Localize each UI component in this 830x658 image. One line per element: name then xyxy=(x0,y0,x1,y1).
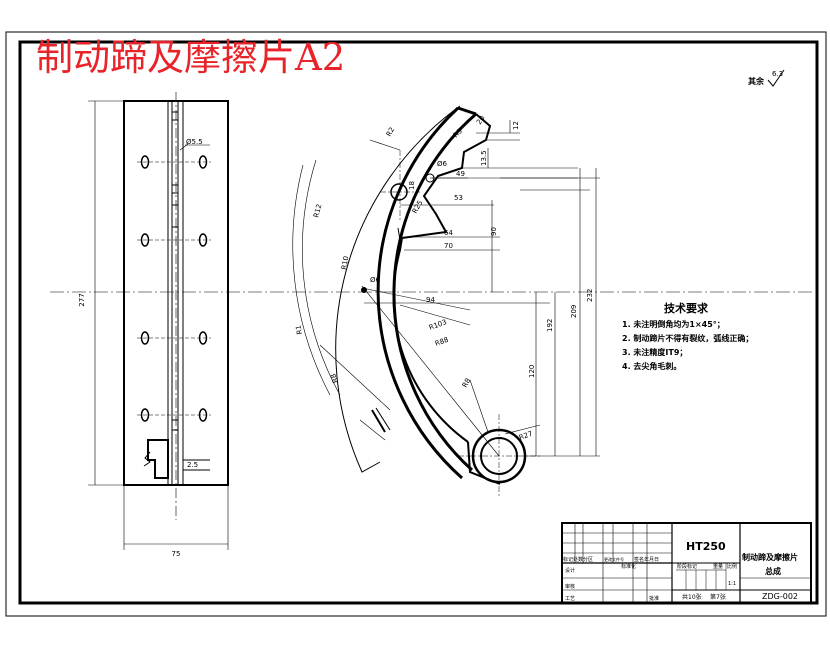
part-name: 制动蹄及摩擦片 xyxy=(742,552,798,562)
svg-text:120: 120 xyxy=(528,365,536,378)
svg-text:18: 18 xyxy=(408,181,416,190)
title-overlay: 制动蹄及摩擦片A2 xyxy=(36,36,346,79)
sheet-count: 共10张 xyxy=(682,593,702,601)
tech-req-item: 4. 去尖角毛刺。 xyxy=(622,361,681,371)
svg-text:R2: R2 xyxy=(385,126,397,138)
svg-text:20: 20 xyxy=(475,114,487,126)
lining-outer-arc xyxy=(335,105,461,473)
shoe-outer-arc xyxy=(376,106,463,480)
side-width-dim: 75 xyxy=(172,550,181,558)
svg-text:232: 232 xyxy=(586,289,594,302)
svg-text:标记处数分区: 标记处数分区 xyxy=(563,556,593,563)
shoe-web xyxy=(392,113,492,443)
svg-text:更改文件号: 更改文件号 xyxy=(604,556,624,562)
svg-text:审核: 审核 xyxy=(565,583,575,590)
tech-req-heading: 技术要求 xyxy=(664,301,709,315)
svg-text:工艺: 工艺 xyxy=(565,596,575,602)
svg-text:12: 12 xyxy=(512,121,520,130)
front-dims: R2 20 R5 12 13.5 Ø6 18 49 53 R25 64 70 9… xyxy=(294,114,594,442)
svg-text:64: 64 xyxy=(444,229,453,237)
svg-text:53: 53 xyxy=(454,194,463,202)
svg-text:重量: 重量 xyxy=(713,563,723,570)
svg-text:70: 70 xyxy=(444,242,453,250)
side-view xyxy=(50,92,812,550)
side-hole-dim: Ø5.5 xyxy=(186,138,203,146)
svg-text:R12: R12 xyxy=(312,203,323,218)
part-sub: 总成 xyxy=(765,566,781,576)
sheet-no: 第7张 xyxy=(710,593,726,601)
svg-text:6.3: 6.3 xyxy=(772,70,783,78)
drawing-code: ZDG-002 xyxy=(762,592,798,601)
svg-text:阶段标记: 阶段标记 xyxy=(677,563,697,570)
tech-req-item: 3. 未注精度IT9； xyxy=(622,347,687,358)
svg-text:R8: R8 xyxy=(461,377,473,389)
svg-text:192: 192 xyxy=(546,319,554,332)
material: HT250 xyxy=(686,540,726,553)
inner-frame xyxy=(18,40,819,605)
svg-text:其余: 其余 xyxy=(748,76,765,86)
title-block-text: HT250 制动蹄及摩擦片 总成 ZDG-002 阶段标记 重量 比例 1:1 … xyxy=(563,540,798,602)
tech-req-item: 1. 未注明倒角均为1×45°； xyxy=(622,319,725,330)
outer-frame xyxy=(5,31,827,617)
svg-text:13.5: 13.5 xyxy=(480,150,488,166)
svg-text:签名年月日: 签名年月日 xyxy=(634,556,659,563)
svg-text:R103: R103 xyxy=(428,318,448,332)
svg-text:批准: 批准 xyxy=(649,595,659,602)
svg-text:94: 94 xyxy=(426,296,435,304)
svg-text:R88: R88 xyxy=(434,336,450,348)
tech-req-item: 2. 制动蹄片不得有裂纹，弧线正确； xyxy=(622,333,753,344)
svg-text:R8: R8 xyxy=(329,373,340,385)
svg-text:Ø6: Ø6 xyxy=(437,160,448,168)
svg-text:R1: R1 xyxy=(294,324,303,335)
scale: 1:1 xyxy=(728,581,736,587)
svg-text:209: 209 xyxy=(570,305,578,318)
svg-text:Ø6: Ø6 xyxy=(370,276,381,284)
side-thickness-dim: 2.5 xyxy=(187,461,198,469)
surface-roughness-symbol: 其余 6.3 xyxy=(748,69,785,87)
svg-text:49: 49 xyxy=(456,170,465,178)
front-view xyxy=(292,105,600,496)
svg-text:标准化: 标准化 xyxy=(621,563,636,570)
svg-text:90: 90 xyxy=(490,227,498,236)
side-height-dim: 277 xyxy=(78,293,86,306)
svg-text:R27: R27 xyxy=(518,430,534,442)
tech-requirements: 技术要求 1. 未注明倒角均为1×45°； 2. 制动蹄片不得有裂纹，弧线正确；… xyxy=(622,301,753,371)
title-block xyxy=(561,522,812,604)
svg-text:比例: 比例 xyxy=(727,563,737,570)
svg-text:设计: 设计 xyxy=(565,567,575,574)
svg-text:R10: R10 xyxy=(340,255,350,270)
